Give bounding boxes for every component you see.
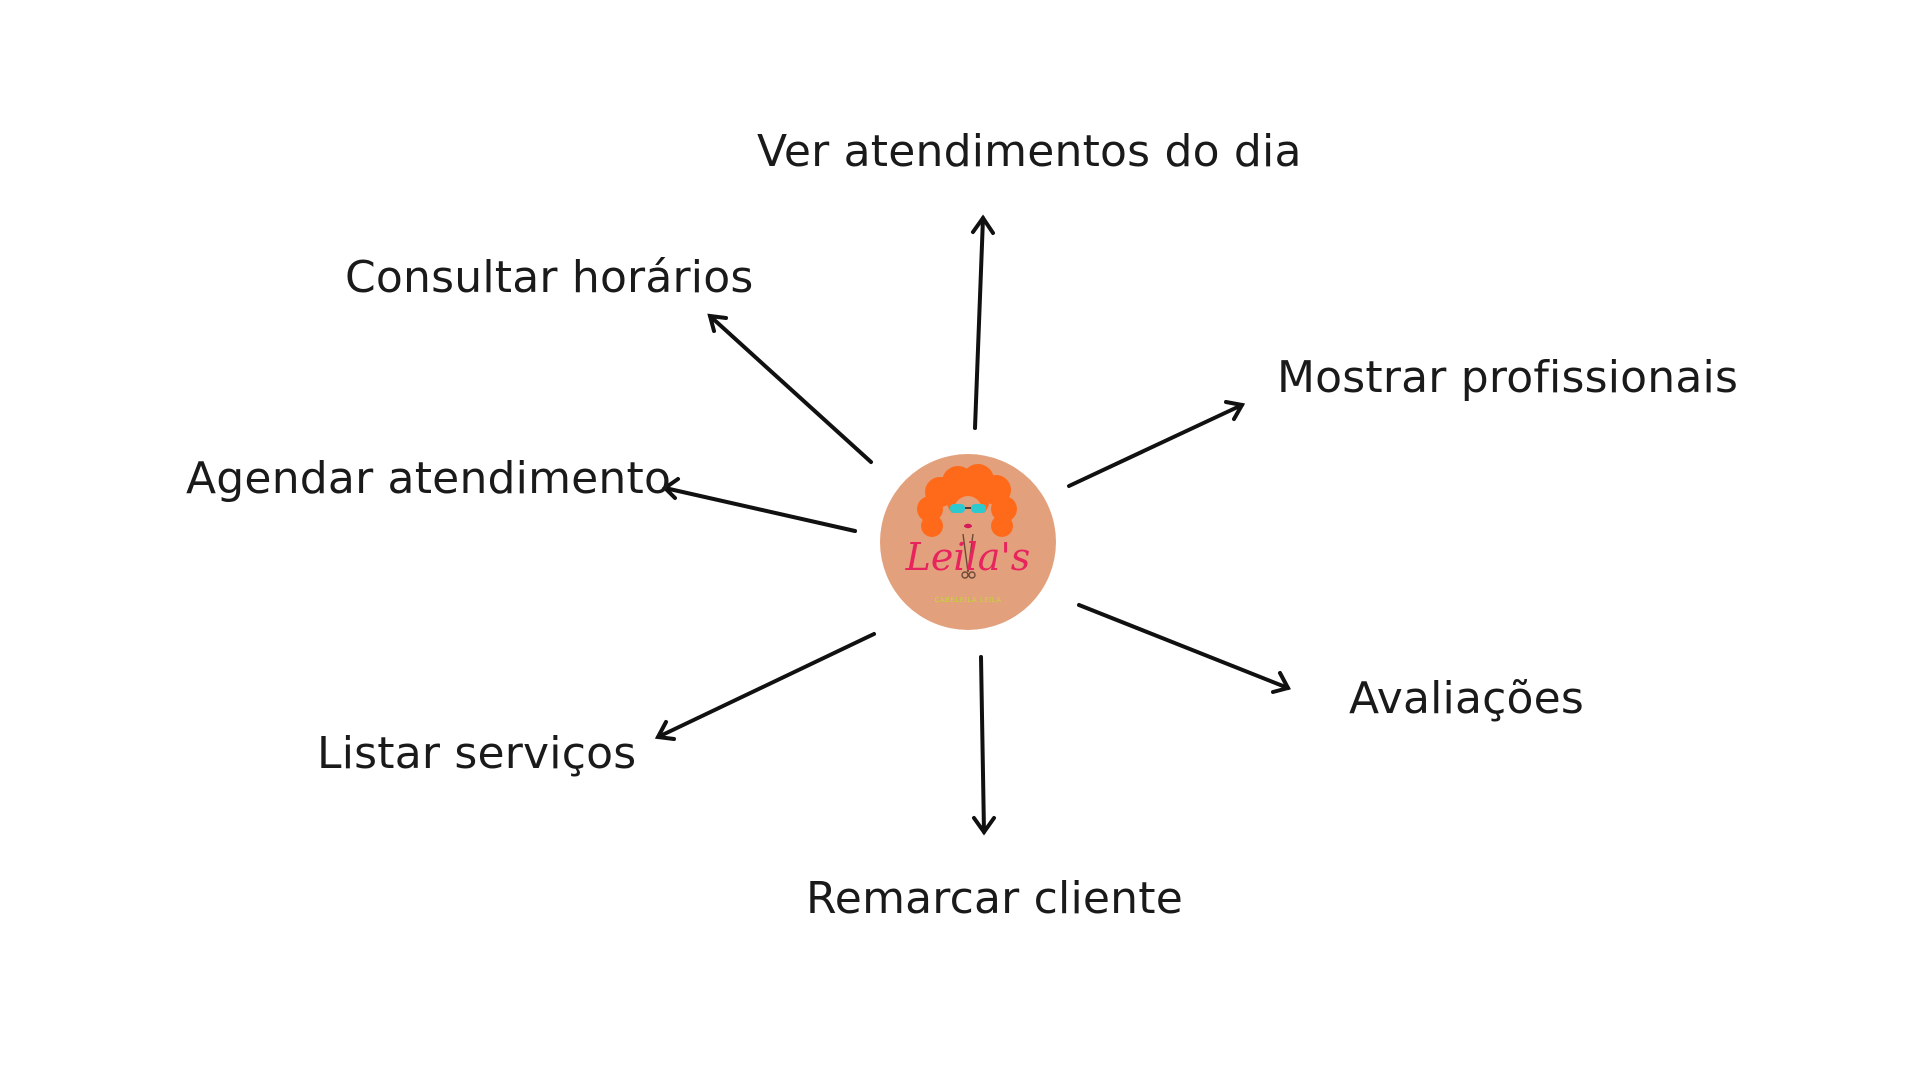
arrowhead-avaliacoes	[1271, 671, 1291, 694]
node-ver-atendimentos: Ver atendimentos do dia	[757, 126, 1302, 177]
arrow-to-consultar	[708, 314, 873, 464]
arrow-to-avaliacoes	[1077, 603, 1290, 690]
arrow-to-mostrar	[1067, 403, 1244, 488]
arrowhead-ver	[971, 214, 995, 235]
arrowhead-mostrar	[1224, 400, 1246, 421]
node-agendar-atendimento: Agendar atendimento	[186, 453, 672, 504]
node-mostrar-profissionais: Mostrar profissionais	[1277, 352, 1739, 403]
arrowhead-consultar	[707, 313, 728, 333]
arrowhead-listar	[654, 720, 676, 741]
arrowhead-remarcar	[972, 816, 996, 836]
arrow-to-agendar	[663, 486, 857, 533]
arrow-to-ver	[973, 216, 985, 430]
arrow-to-remarcar	[979, 655, 986, 834]
lips-icon	[964, 523, 972, 529]
node-avaliacoes: Avaliações	[1349, 673, 1585, 724]
face-shape	[952, 496, 984, 536]
glasses-icon	[950, 504, 986, 513]
arrowhead-agendar	[661, 477, 680, 500]
arrow-to-listar	[656, 632, 876, 739]
node-consultar-horarios: Consultar horários	[345, 252, 754, 303]
node-listar-servicos: Listar serviços	[317, 728, 637, 779]
scissors-icon	[961, 533, 976, 579]
node-remarcar-cliente: Remarcar cliente	[806, 873, 1183, 924]
leilas-logo: Leila's CABELEILA LEILA	[880, 454, 1056, 630]
logo-brand-text: Leila's	[905, 535, 1031, 579]
logo-subtitle-text: CABELEILA LEILA	[934, 596, 1001, 604]
